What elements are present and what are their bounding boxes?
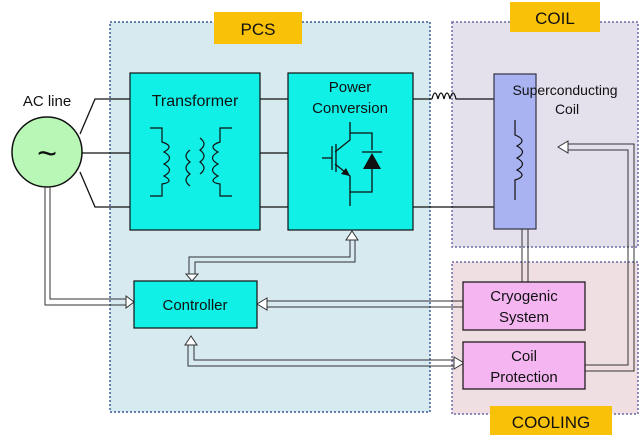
coil-tag-label: COIL [535,9,575,28]
superconducting-label-2: Coil [555,101,579,117]
pc-coil-wires [413,92,494,208]
cooling-tag-label: COOLING [512,413,590,432]
pc-arrowhead [345,230,359,241]
cryogenic-label-1: Cryogenic [490,288,558,305]
power-conversion-block [287,72,414,231]
superconducting-coil-block [493,73,537,230]
transformer-block [129,72,261,231]
ac-wires [79,98,130,208]
ac-source-circle [11,116,83,188]
cooling-tag [490,406,612,435]
pcs-tag [214,12,302,44]
ac-controller-feed [44,187,128,306]
controller-block [133,280,258,329]
diode-triangle-icon [363,153,381,169]
power-conversion-label-2: Conversion [312,100,388,117]
cryogenic-system-block [462,281,586,331]
cryo-to-controller-arrowhead [256,297,268,311]
coil-winding-icon [514,120,524,200]
loop-arrowhead [557,140,569,154]
protection-label-1: Coil [511,348,537,365]
transformer-coils-icon [150,127,232,197]
power-conversion-label-1: Power [329,79,372,96]
ac-controller-arrowhead [125,295,135,309]
controller-protection-link [187,345,455,367]
transformer-label: Transformer [152,93,239,110]
superconducting-label-1: Superconducting [512,82,617,98]
protection-arrowhead [453,356,465,370]
coil-region [451,21,639,248]
ac-wave-icon: ~ [37,135,57,173]
igbt-emitter-arrow-icon [341,168,350,176]
protection-label-2: Protection [490,369,558,386]
pcs-tag-label: PCS [241,20,276,39]
coil-protection-block [462,341,586,390]
controller-pc-link [188,240,356,275]
controller-up-arrowhead [184,273,200,282]
coil-cryo-link [521,229,529,286]
coil-tag [510,2,600,32]
ac-line-label: AC line [23,93,71,110]
cryo-controller-link [266,300,463,308]
protection-coil-loop [568,143,635,372]
transformer-pc-wires [260,98,288,208]
controller-label: Controller [162,297,227,314]
cryogenic-label-2: System [499,309,549,326]
controller-down-arrowhead [184,335,198,346]
